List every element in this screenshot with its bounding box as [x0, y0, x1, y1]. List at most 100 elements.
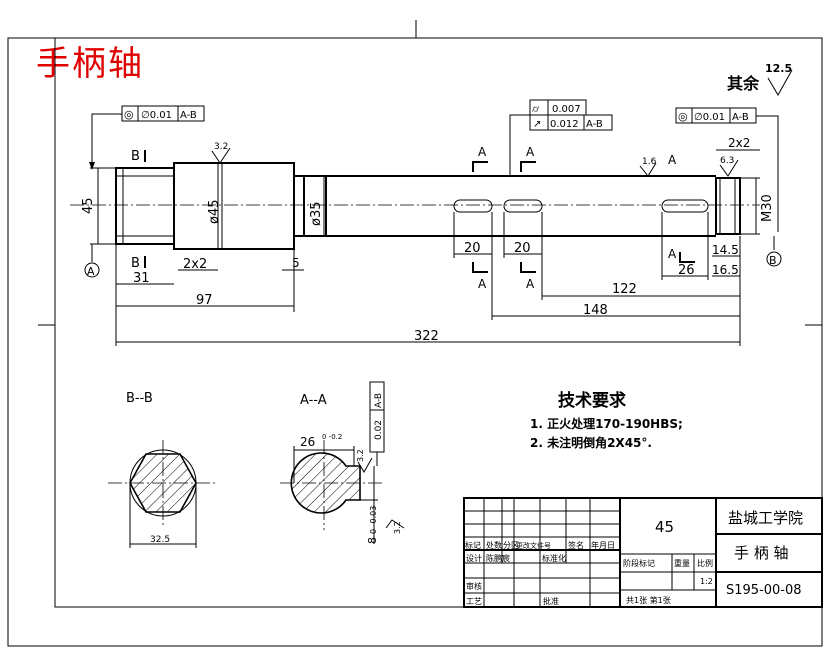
keyway-2 — [503, 199, 543, 213]
svg-text:工艺: 工艺 — [466, 597, 482, 606]
svg-text:设计: 设计 — [466, 553, 482, 563]
svg-text:审核: 审核 — [466, 581, 482, 591]
svg-text:322: 322 — [414, 329, 439, 344]
svg-text:16.5: 16.5 — [712, 263, 739, 277]
inner-frame — [54, 37, 823, 608]
svg-text:0.02: 0.02 — [374, 420, 384, 440]
dim-5: 5 — [282, 256, 304, 271]
svg-text:阶段标记: 阶段标记 — [623, 558, 655, 568]
section-a-marks: A A A A A A — [472, 145, 695, 291]
svg-text:20: 20 — [464, 241, 481, 256]
svg-text:A: A — [478, 277, 487, 291]
svg-text:∅0.01: ∅0.01 — [141, 110, 172, 121]
datum-a: A — [84, 244, 100, 278]
svg-text:31: 31 — [133, 271, 150, 286]
tech-item-1: 1. 正火处理170-190HBS; — [530, 416, 683, 431]
roughness-default-value: 12.5 — [765, 62, 792, 75]
svg-text:14.5: 14.5 — [712, 243, 739, 257]
svg-text:B--B: B--B — [126, 391, 153, 406]
svg-text:M30: M30 — [760, 194, 775, 222]
svg-text:⌭: ⌭ — [532, 104, 540, 115]
svg-text:6.3: 6.3 — [720, 156, 734, 166]
svg-text:A: A — [668, 247, 677, 261]
svg-text:A: A — [668, 153, 677, 167]
svg-text:2x2: 2x2 — [183, 257, 207, 272]
svg-text:0.012: 0.012 — [550, 119, 579, 130]
svg-text:处数: 处数 — [486, 540, 502, 550]
svg-text:32.5: 32.5 — [150, 535, 170, 545]
svg-text:共1张 第1张: 共1张 第1张 — [626, 595, 671, 605]
svg-text:∅0.01: ∅0.01 — [694, 112, 725, 123]
svg-text:3.2: 3.2 — [214, 142, 228, 152]
tolerance-frame-middle: ⌭ 0.007 ↗ 0.012 A-B — [509, 99, 613, 176]
dim-2x2-left: 2x2 — [178, 257, 218, 272]
svg-text:1.6: 1.6 — [642, 157, 657, 167]
svg-text:26: 26 — [678, 263, 695, 278]
svg-text:2x2: 2x2 — [728, 136, 750, 150]
dim-m30: M30 — [740, 177, 775, 235]
svg-text:3.2: 3.2 — [393, 521, 402, 534]
section-view-bb: B--B 32.5 — [108, 391, 218, 548]
svg-text:0 -0.2: 0 -0.2 — [322, 433, 342, 441]
svg-text:B: B — [131, 256, 140, 271]
dim-97: 97 — [115, 244, 295, 346]
material: 45 — [655, 518, 674, 536]
svg-text:A-B: A-B — [586, 119, 603, 130]
roughness-mark-thread: 6.3 — [719, 156, 739, 177]
svg-text:标记: 标记 — [465, 540, 481, 550]
roughness-default-symbol — [767, 69, 793, 97]
svg-text:B: B — [769, 254, 777, 267]
svg-text:3.2: 3.2 — [356, 449, 365, 462]
svg-text:◎: ◎ — [124, 108, 134, 121]
svg-text:148: 148 — [583, 303, 608, 318]
tolerance-frame-right: ◎ ∅0.01 A-B — [675, 107, 779, 232]
svg-text:A-B: A-B — [374, 393, 384, 408]
dim-d45: ø45 — [207, 200, 222, 225]
svg-text:更改文件号: 更改文件号 — [516, 541, 551, 550]
technical-requirements: 技术要求 1. 正火处理170-190HBS; 2. 未注明倒角2X45°. — [530, 390, 683, 450]
svg-text:分区: 分区 — [503, 541, 519, 550]
dim-45-left: 45 — [81, 167, 116, 245]
svg-text:A: A — [526, 145, 535, 159]
drawing-title: 手柄轴 — [36, 44, 144, 84]
svg-text:0.007: 0.007 — [552, 104, 581, 115]
svg-text:标准化: 标准化 — [542, 553, 566, 563]
svg-text:A-B: A-B — [732, 112, 749, 123]
svg-text:1:2: 1:2 — [700, 577, 713, 586]
svg-text:年月日: 年月日 — [591, 540, 615, 550]
tolerance-frame-left: ◎ ∅0.01 A-B — [89, 105, 205, 170]
section-b-marks: B B — [131, 149, 146, 271]
svg-text:↗: ↗ — [533, 119, 541, 130]
svg-text:0 -0.03: 0 -0.03 — [369, 506, 378, 534]
roughness-mark-keyway: 1.6 — [639, 157, 657, 177]
svg-text:122: 122 — [612, 282, 637, 297]
svg-text:A: A — [478, 145, 487, 159]
svg-text:97: 97 — [196, 293, 213, 308]
svg-text:20: 20 — [514, 241, 531, 256]
dim-key1: 20 — [453, 212, 493, 258]
dim-14-5: 14.5 — [712, 243, 740, 257]
svg-text:26: 26 — [300, 435, 315, 449]
part-name: 手 柄 轴 — [734, 544, 789, 562]
dim-26: 26 — [661, 212, 709, 280]
dim-122: 122 — [542, 282, 740, 297]
school-name: 盐城工学院 — [728, 509, 803, 527]
svg-text:A-B: A-B — [180, 110, 197, 121]
svg-text:比例: 比例 — [697, 558, 713, 568]
dim-2x2-right: 2x2 — [716, 136, 760, 151]
shaft-outline — [115, 162, 741, 250]
svg-text:◎: ◎ — [678, 110, 688, 123]
dim-d35: ø35 — [309, 202, 324, 227]
svg-text:A: A — [526, 277, 535, 291]
svg-text:A: A — [87, 265, 95, 278]
datum-b: B — [766, 236, 782, 267]
keyway-3 — [661, 199, 709, 213]
svg-text:45: 45 — [81, 197, 96, 214]
svg-text:重量: 重量 — [674, 558, 690, 568]
keyway-1 — [453, 199, 493, 213]
dim-31: 31 — [116, 271, 174, 286]
svg-text:B: B — [131, 149, 140, 164]
dim-322: 322 — [116, 236, 741, 346]
roughness-default-label: 其余 — [727, 74, 760, 93]
